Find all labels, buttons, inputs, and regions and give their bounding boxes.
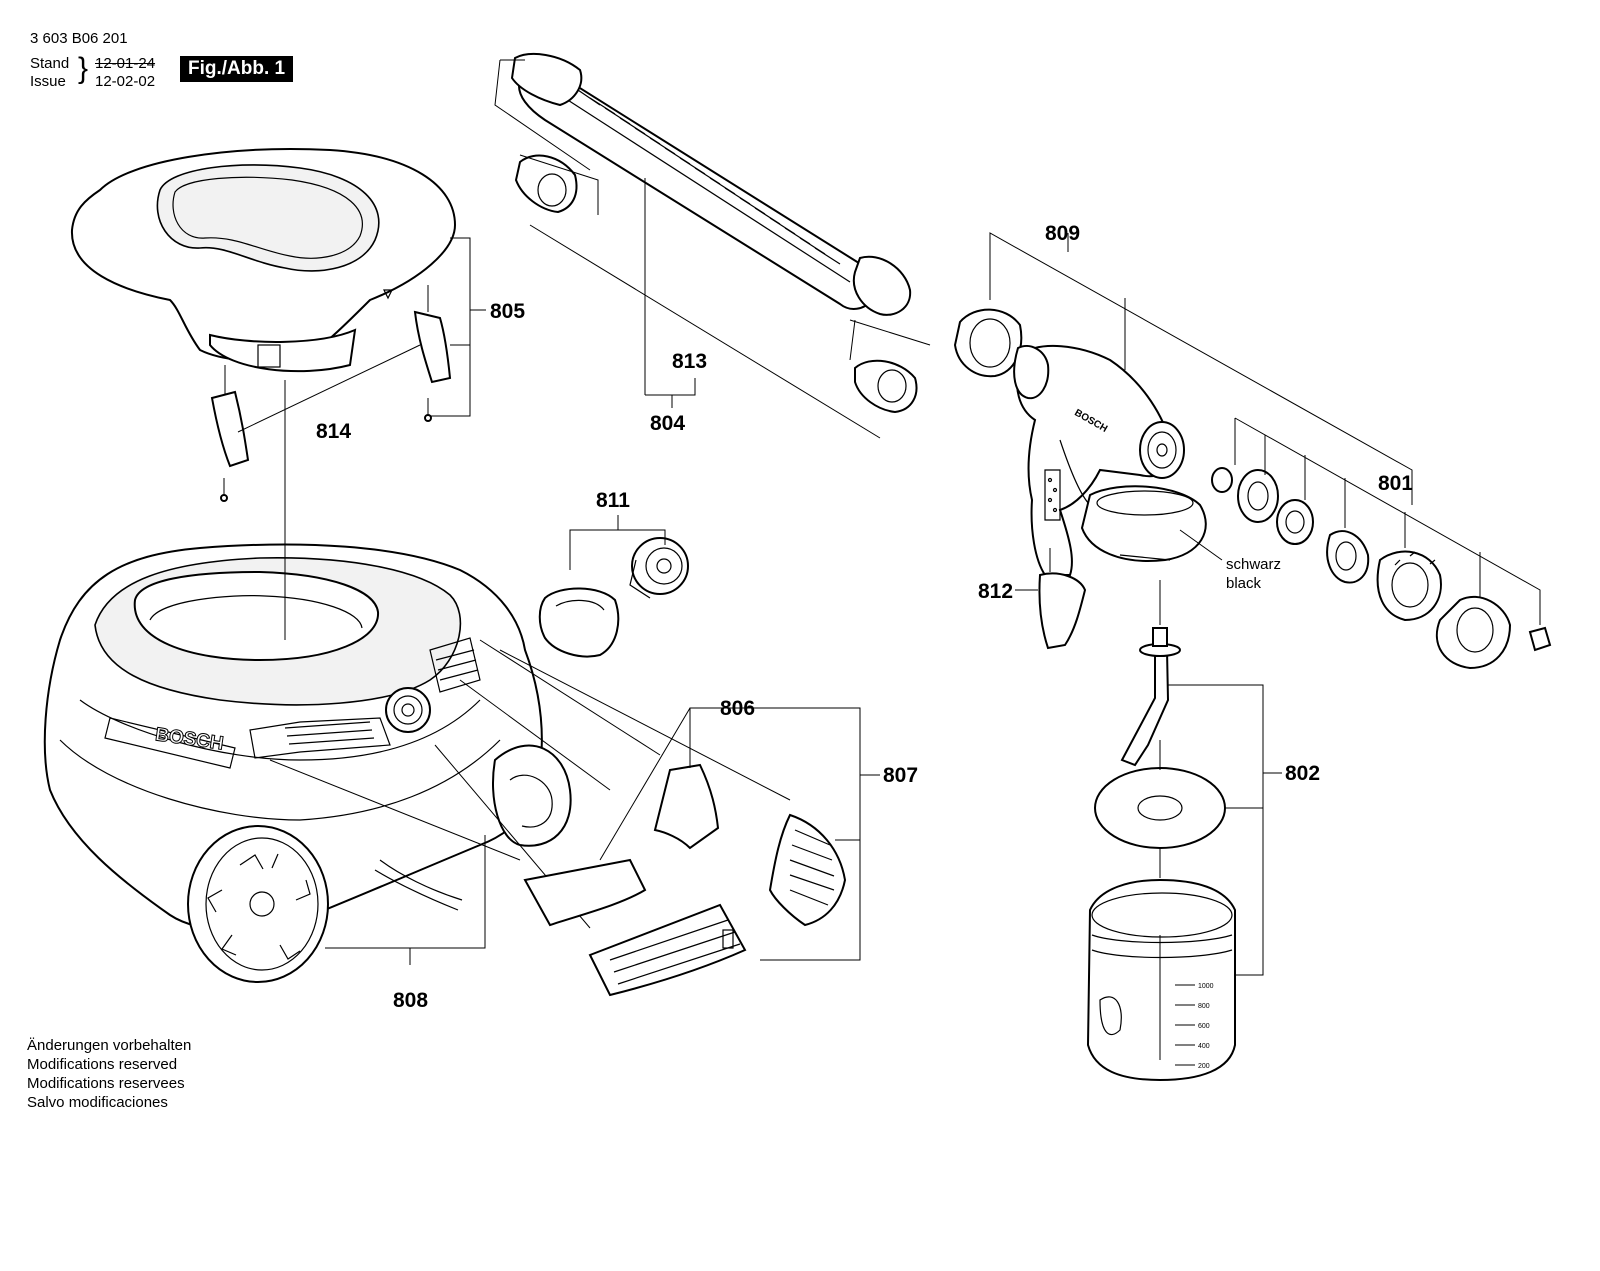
label-814: 814 [316,420,351,443]
label-813: 813 [672,350,707,373]
callout-809-lines [989,232,1413,505]
clip-right [413,310,452,384]
hose-sleeve-upper [514,154,578,214]
color-note-de: schwarz [1226,556,1281,573]
nozzle-tip [1276,499,1314,545]
footer-line-1: Änderungen vorbehalten [27,1037,191,1054]
hose-sleeve-lower [854,359,918,414]
callout-802-lines [1168,684,1282,976]
container-gasket [1094,767,1226,849]
screw-left [220,478,228,502]
filter-ring [538,587,620,658]
label-809: 809 [1045,222,1080,245]
filter-grille-right [768,813,847,927]
callout-801-lines [1234,417,1541,625]
date-new: 12-02-02 [95,73,156,90]
callout-808-lines [325,835,486,965]
footer-line-2: Modifications reserved [27,1056,177,1073]
leaders-base-to-filters [269,639,791,929]
screw-right [424,398,432,422]
hose-bracket-frame [494,59,591,171]
filter-grille-bottom [588,903,747,997]
nozzle-disc [1237,469,1279,523]
brace: } [78,52,89,85]
label-801: 801 [1378,472,1413,495]
callout-813-804-lines [644,178,696,408]
footer-line-3: Modifications reservees [27,1075,185,1092]
nozzle-oring [1211,467,1233,493]
label-807: 807 [883,764,918,787]
hose [510,53,912,316]
callout-814-lines [224,344,421,433]
label-806: 806 [720,697,755,720]
footer-line-4: Salvo modificaciones [27,1094,168,1111]
filter-cap [629,537,689,599]
scale-label-400: 400 [1198,1043,1210,1050]
document-number: 3 603 B06 201 [30,30,128,47]
scale-label-800: 800 [1198,1003,1210,1010]
sleeve-frames [519,154,931,439]
label-808: 808 [393,989,428,1012]
label-811: 811 [596,489,630,512]
label-802: 802 [1285,762,1320,785]
lid-cover [70,148,457,373]
scale-label-600: 600 [1198,1023,1210,1030]
air-cap [1326,530,1370,584]
label-805: 805 [490,300,525,323]
callout-811-lines [569,515,666,570]
spray-gun: BOSCH [1013,344,1207,576]
wheel-front [187,825,329,983]
trigger-part [1015,548,1087,650]
figure-badge: Fig./Abb. 1 [180,56,294,82]
filter-mat [523,858,647,927]
issue-label: Issue [30,73,66,90]
wheel-rear [492,744,572,847]
scale-label-1000: 1000 [1198,983,1214,990]
callout-806-807-lines [599,707,880,961]
callout-805-lines [427,237,486,417]
label-804: 804 [650,412,685,435]
base-unit: BOSCH [43,543,543,932]
nozzle-cap [1435,595,1552,670]
stand-label: Stand [30,55,70,72]
date-old: 12-01-24 [95,55,156,72]
paint-container: 1000 800 600 400 200 [1086,878,1236,1082]
filter-piece-small [653,763,720,850]
scale-label-200: 200 [1198,1063,1210,1070]
base-cable [374,859,463,911]
color-note-en: black [1226,575,1262,592]
color-note-leader [1179,529,1223,561]
label-812: 812 [978,580,1013,603]
clip-left [210,390,250,468]
container-scale-marks: 1000 800 600 400 200 [1175,983,1214,1070]
suction-tube [1120,627,1181,767]
gun-nut [953,308,1023,378]
nozzle-nut [1376,550,1442,622]
